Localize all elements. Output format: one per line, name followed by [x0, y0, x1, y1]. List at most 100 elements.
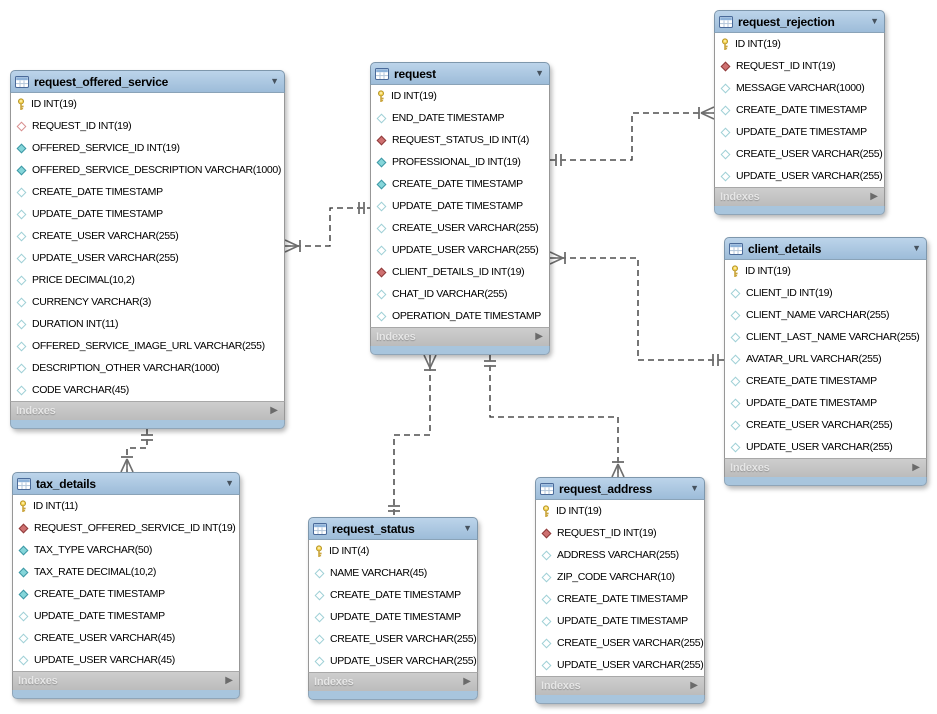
column-row[interactable]: DESCRIPTION_OTHER VARCHAR(1000)	[11, 357, 284, 379]
indexes-bar[interactable]: Indexes▶	[10, 401, 285, 420]
indexes-bar[interactable]: Indexes▶	[308, 672, 478, 691]
column-row[interactable]: CLIENT_DETAILS_ID INT(19)	[371, 261, 549, 283]
column-row[interactable]: UPDATE_USER VARCHAR(255)	[309, 650, 477, 672]
column-row[interactable]: CREATE_USER VARCHAR(255)	[309, 628, 477, 650]
indexes-bar[interactable]: Indexes▶	[714, 187, 885, 206]
table-header-client_details[interactable]: client_details▼	[724, 237, 927, 260]
column-row[interactable]: END_DATE TIMESTAMP	[371, 107, 549, 129]
relationship-request-request_status[interactable]	[388, 354, 437, 517]
column-row[interactable]: DURATION INT(11)	[11, 313, 284, 335]
relationship-request-client_details[interactable]	[549, 251, 724, 366]
indexes-bar[interactable]: Indexes▶	[724, 458, 927, 477]
column-row[interactable]: MESSAGE VARCHAR(1000)	[715, 77, 884, 99]
column-row[interactable]: CREATE_USER VARCHAR(255)	[371, 217, 549, 239]
column-row[interactable]: CLIENT_NAME VARCHAR(255)	[725, 304, 926, 326]
column-row[interactable]: ID INT(19)	[725, 260, 926, 282]
column-row[interactable]: REQUEST_OFFERED_SERVICE_ID INT(19)	[13, 517, 239, 539]
column-row[interactable]: ID INT(19)	[11, 93, 284, 115]
column-row[interactable]: REQUEST_ID INT(19)	[715, 55, 884, 77]
collapse-arrow-icon[interactable]: ▼	[870, 16, 879, 26]
column-row[interactable]: UPDATE_USER VARCHAR(255)	[11, 247, 284, 269]
column-row[interactable]: ADDRESS VARCHAR(255)	[536, 544, 704, 566]
column-row[interactable]: ID INT(19)	[715, 33, 884, 55]
column-row[interactable]: UPDATE_DATE TIMESTAMP	[11, 203, 284, 225]
column-row[interactable]: OFFERED_SERVICE_ID INT(19)	[11, 137, 284, 159]
collapse-arrow-icon[interactable]: ▼	[225, 478, 234, 488]
table-client_details[interactable]: client_details▼ID INT(19)CLIENT_ID INT(1…	[724, 237, 927, 486]
table-header-tax_details[interactable]: tax_details▼	[12, 472, 240, 495]
column-row[interactable]: REQUEST_ID INT(19)	[536, 522, 704, 544]
column-row[interactable]: REQUEST_STATUS_ID INT(4)	[371, 129, 549, 151]
column-row[interactable]: NAME VARCHAR(45)	[309, 562, 477, 584]
expand-arrow-icon[interactable]: ▶	[225, 675, 233, 686]
column-row[interactable]: UPDATE_USER VARCHAR(255)	[371, 239, 549, 261]
column-row[interactable]: CREATE_USER VARCHAR(255)	[11, 225, 284, 247]
column-row[interactable]: ID INT(4)	[309, 540, 477, 562]
collapse-arrow-icon[interactable]: ▼	[912, 243, 921, 253]
table-header-request_status[interactable]: request_status▼	[308, 517, 478, 540]
column-row[interactable]: CREATE_DATE TIMESTAMP	[536, 588, 704, 610]
column-row[interactable]: UPDATE_DATE TIMESTAMP	[309, 606, 477, 628]
expand-arrow-icon[interactable]: ▶	[870, 191, 878, 202]
column-row[interactable]: ID INT(11)	[13, 495, 239, 517]
collapse-arrow-icon[interactable]: ▼	[690, 483, 699, 493]
table-header-request[interactable]: request▼	[370, 62, 550, 85]
column-row[interactable]: CREATE_DATE TIMESTAMP	[715, 99, 884, 121]
table-header-request_rejection[interactable]: request_rejection▼	[714, 10, 885, 33]
indexes-bar[interactable]: Indexes▶	[12, 671, 240, 690]
column-row[interactable]: UPDATE_USER VARCHAR(255)	[536, 654, 704, 676]
column-row[interactable]: REQUEST_ID INT(19)	[11, 115, 284, 137]
column-row[interactable]: OFFERED_SERVICE_IMAGE_URL VARCHAR(255)	[11, 335, 284, 357]
table-tax_details[interactable]: tax_details▼ID INT(11)REQUEST_OFFERED_SE…	[12, 472, 240, 699]
column-row[interactable]: CREATE_DATE TIMESTAMP	[725, 370, 926, 392]
column-row[interactable]: OPERATION_DATE TIMESTAMP	[371, 305, 549, 327]
column-row[interactable]: UPDATE_DATE TIMESTAMP	[371, 195, 549, 217]
column-row[interactable]: ID INT(19)	[536, 500, 704, 522]
expand-arrow-icon[interactable]: ▶	[912, 462, 920, 473]
column-row[interactable]: CURRENCY VARCHAR(3)	[11, 291, 284, 313]
column-row[interactable]: AVATAR_URL VARCHAR(255)	[725, 348, 926, 370]
table-header-request_address[interactable]: request_address▼	[535, 477, 705, 500]
column-row[interactable]: CHAT_ID VARCHAR(255)	[371, 283, 549, 305]
column-row[interactable]: CODE VARCHAR(45)	[11, 379, 284, 401]
indexes-bar[interactable]: Indexes▶	[535, 676, 705, 695]
column-row[interactable]: UPDATE_USER VARCHAR(45)	[13, 649, 239, 671]
collapse-arrow-icon[interactable]: ▼	[270, 76, 279, 86]
column-row[interactable]: CREATE_DATE TIMESTAMP	[11, 181, 284, 203]
relationship-request-request_address[interactable]	[484, 355, 625, 478]
collapse-arrow-icon[interactable]: ▼	[535, 68, 544, 78]
column-row[interactable]: ID INT(19)	[371, 85, 549, 107]
column-row[interactable]: CLIENT_LAST_NAME VARCHAR(255)	[725, 326, 926, 348]
expand-arrow-icon[interactable]: ▶	[463, 676, 471, 687]
table-request_rejection[interactable]: request_rejection▼ID INT(19)REQUEST_ID I…	[714, 10, 885, 215]
table-header-request_offered_service[interactable]: request_offered_service▼	[10, 70, 285, 93]
column-row[interactable]: TAX_RATE DECIMAL(10,2)	[13, 561, 239, 583]
column-row[interactable]: OFFERED_SERVICE_DESCRIPTION VARCHAR(1000…	[11, 159, 284, 181]
column-row[interactable]: CREATE_DATE TIMESTAMP	[13, 583, 239, 605]
column-row[interactable]: UPDATE_DATE TIMESTAMP	[725, 392, 926, 414]
expand-arrow-icon[interactable]: ▶	[690, 680, 698, 691]
column-row[interactable]: CREATE_DATE TIMESTAMP	[371, 173, 549, 195]
relationship-request_offered_service-tax_details[interactable]	[120, 429, 153, 473]
relationship-request_offered_service-request[interactable]	[284, 202, 370, 253]
column-row[interactable]: CREATE_DATE TIMESTAMP	[309, 584, 477, 606]
table-request_address[interactable]: request_address▼ID INT(19)REQUEST_ID INT…	[535, 477, 705, 704]
column-row[interactable]: CREATE_USER VARCHAR(255)	[725, 414, 926, 436]
column-row[interactable]: CREATE_USER VARCHAR(45)	[13, 627, 239, 649]
column-row[interactable]: CREATE_USER VARCHAR(255)	[536, 632, 704, 654]
expand-arrow-icon[interactable]: ▶	[535, 331, 543, 342]
column-row[interactable]: UPDATE_DATE TIMESTAMP	[715, 121, 884, 143]
column-row[interactable]: UPDATE_USER VARCHAR(255)	[715, 165, 884, 187]
column-row[interactable]: CREATE_USER VARCHAR(255)	[715, 143, 884, 165]
table-request_offered_service[interactable]: request_offered_service▼ID INT(19)REQUES…	[10, 70, 285, 429]
column-row[interactable]: UPDATE_DATE TIMESTAMP	[13, 605, 239, 627]
column-row[interactable]: UPDATE_USER VARCHAR(255)	[725, 436, 926, 458]
column-row[interactable]: PRICE DECIMAL(10,2)	[11, 269, 284, 291]
column-row[interactable]: PROFESSIONAL_ID INT(19)	[371, 151, 549, 173]
column-row[interactable]: ZIP_CODE VARCHAR(10)	[536, 566, 704, 588]
column-row[interactable]: UPDATE_DATE TIMESTAMP	[536, 610, 704, 632]
column-row[interactable]: CLIENT_ID INT(19)	[725, 282, 926, 304]
column-row[interactable]: TAX_TYPE VARCHAR(50)	[13, 539, 239, 561]
relationship-request-request_rejection[interactable]	[550, 106, 715, 166]
